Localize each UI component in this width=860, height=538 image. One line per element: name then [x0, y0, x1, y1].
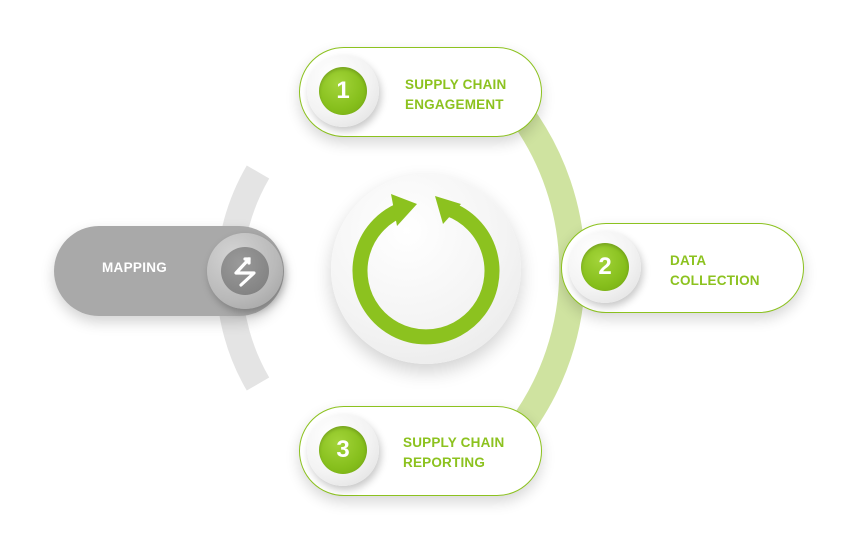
step-3-label: SUPPLY CHAIN REPORTING [403, 433, 504, 473]
mapping-icon-badge [207, 233, 283, 309]
step-1-number: 1 [319, 67, 367, 115]
step-2-badge: 2 [569, 231, 641, 303]
step-3-number: 3 [319, 426, 367, 474]
step-3-badge: 3 [307, 414, 379, 486]
mapping-icon-disc [221, 247, 269, 295]
circular-arrows-icon [352, 194, 500, 345]
step-2-label: DATA COLLECTION [670, 251, 760, 291]
step-2-label-line-2: COLLECTION [670, 273, 760, 288]
step-3-label-line-2: REPORTING [403, 455, 486, 470]
step-1-label-line-2: ENGAGEMENT [405, 97, 504, 112]
lightning-icon [234, 257, 256, 287]
mapping-label: MAPPING [102, 260, 168, 275]
center-cycle-circle [331, 174, 521, 364]
step-2-number: 2 [581, 243, 629, 291]
step-1-badge: 1 [307, 55, 379, 127]
step-3-label-line-1: SUPPLY CHAIN [403, 435, 505, 450]
step-1-label: SUPPLY CHAIN ENGAGEMENT [405, 75, 506, 115]
step-2-label-line-1: DATA [670, 253, 707, 268]
step-1-label-line-1: SUPPLY CHAIN [405, 77, 507, 92]
